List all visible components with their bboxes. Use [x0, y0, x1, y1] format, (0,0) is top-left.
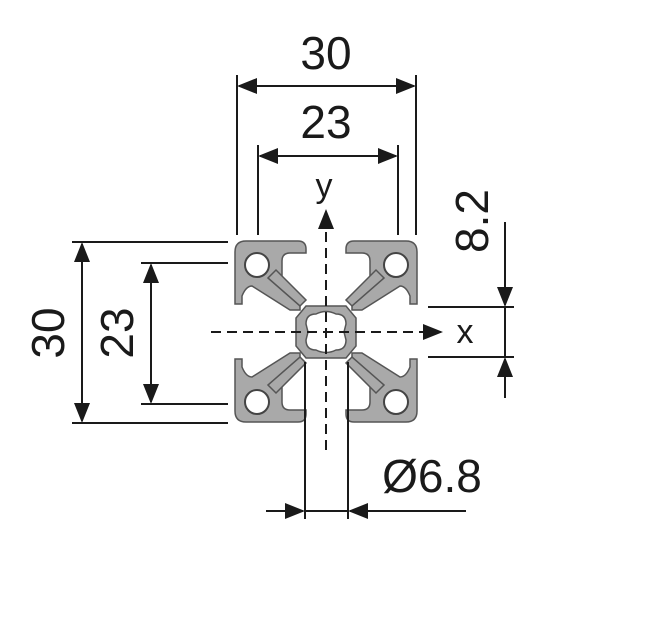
profile-web-bottom-right	[344, 355, 386, 395]
dim-bore-label: Ø6.8	[382, 450, 482, 502]
hole-bottom-left	[244, 389, 270, 415]
corner-holes	[244, 252, 409, 415]
axes	[211, 209, 443, 450]
dim-slot-label: 8.2	[446, 189, 498, 253]
x-axis-label: x	[457, 313, 474, 351]
dimension-lines	[72, 75, 514, 519]
dim-outer-width-label: 30	[300, 27, 351, 79]
hole-bottom-right	[383, 389, 409, 415]
dim-inner-height-label: 23	[91, 307, 143, 358]
hole-top-left	[244, 252, 270, 278]
hole-top-right	[383, 252, 409, 278]
profile-web-top-right	[344, 268, 386, 308]
y-axis-label: y	[316, 167, 333, 205]
dim-outer-height-label: 30	[22, 307, 74, 358]
profile-web-top-left	[266, 268, 308, 308]
dim-inner-width-label: 23	[300, 96, 351, 148]
